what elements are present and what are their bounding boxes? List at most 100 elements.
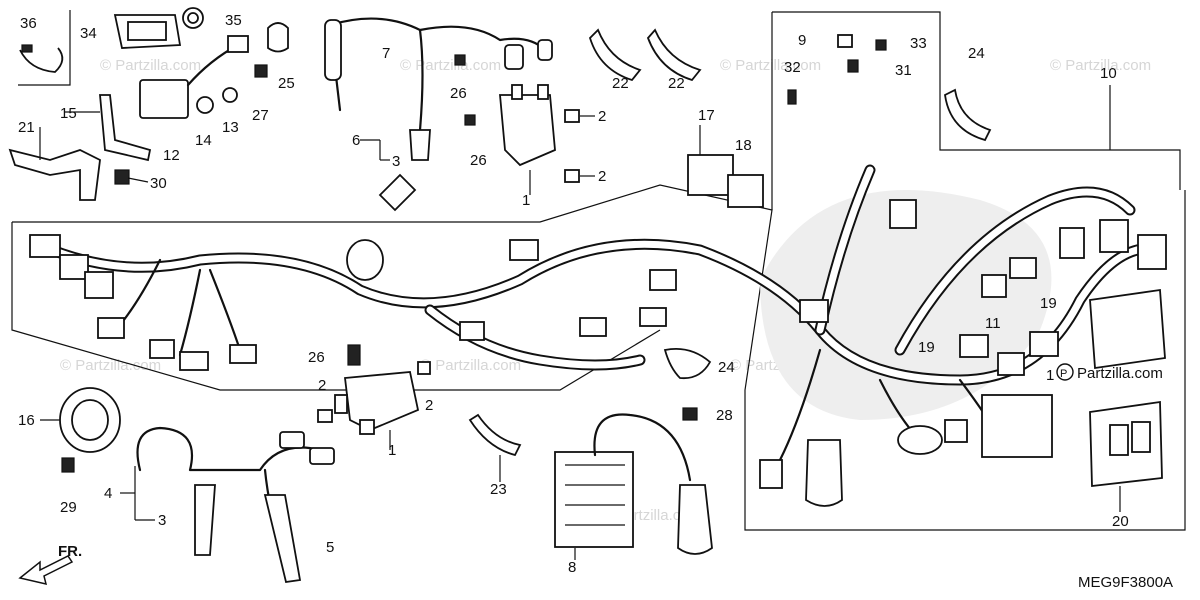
callout-number: 6 [352,132,360,149]
callout-number: 26 [450,85,467,102]
part-29-bolt [61,457,75,473]
capacitor-icon [805,439,843,507]
part-2-nut [317,409,333,423]
frame-top-left [18,10,71,86]
logo-text: Partzilla.com [1077,365,1163,382]
watermark: © Partzilla.com [1050,57,1151,74]
callout-number: 1 [522,192,530,209]
part-27-bolt [254,64,268,78]
part-11-relay [981,274,1007,298]
part-1-ignition-coil-lower [334,371,420,435]
callout-number: 20 [1112,513,1129,530]
front-arrow-icon: FR. [18,543,82,586]
part-30-bolt [114,169,130,185]
part-24-band [944,88,992,142]
callout-number: 9 [798,32,806,49]
part-17-relay [687,154,734,196]
part-34-cover [113,14,182,49]
callout-number: 14 [195,132,212,149]
part-32-fuse [787,89,797,105]
callout-number: 1 [1046,367,1054,384]
part-26-bolt [347,344,361,366]
part-26-bolt [464,114,476,126]
part-2-nut [564,169,580,183]
part-21-bracket [8,148,101,201]
callout-number: 4 [104,485,112,502]
callout-number: 11 [985,315,1001,332]
callout-number: 2 [598,168,606,185]
callout-number: 31 [895,62,912,79]
front-label: FR. [58,543,82,560]
callout-number: 26 [308,349,325,366]
part-31-fuse [847,59,859,73]
callout-number: 17 [698,107,715,124]
connector-block [29,234,61,258]
part-22-band [646,28,702,82]
part-22-band [588,28,642,82]
watermark: © Partzilla.com [60,357,161,374]
main-wire-harness [29,164,1167,507]
callout-number: 1 [388,442,396,459]
part-ecu-box [1089,288,1166,370]
part-7-plug-lead [324,17,553,212]
watermark: © Partzilla.com [720,57,821,74]
part-15-bracket [99,94,152,162]
part-1-ignition-coil [499,84,556,167]
callout-number: 15 [60,105,77,122]
part-24-band [663,347,712,380]
callout-number: 19 [1040,295,1057,312]
part-25-clip [267,22,289,53]
callout-number: 22 [612,75,629,92]
callout-number: 33 [910,35,927,52]
callout-number: 2 [318,377,326,394]
callout-number: 24 [968,45,985,62]
callout-number: 28 [716,407,733,424]
callout-number: 2 [598,108,606,125]
watermark: © Partzilla.com [100,57,201,74]
watermark: © Partzilla.com [420,357,521,374]
part-9-fuse [837,34,853,48]
callout-number: 36 [20,15,37,32]
part-relay [997,352,1025,376]
grommet-icon [346,239,384,281]
frame-right-top [772,11,1181,190]
callout-number: 32 [784,59,801,76]
callout-number: 24 [718,359,735,376]
part-19-relay [959,334,989,358]
partzilla-logo: P Partzilla.com [1056,363,1163,382]
callout-number: 23 [490,481,507,498]
part-36-clamp [19,44,64,73]
callout-number: 2 [425,397,433,414]
part-18-relay [727,174,764,208]
callout-number: 29 [60,499,77,516]
watermark: © Partzilla.com [400,57,501,74]
part-fuse-box [981,394,1053,458]
callout-number: 13 [222,119,239,136]
part-8-regulator [554,413,713,555]
callout-number: 35 [225,12,242,29]
callout-number: 26 [470,152,487,169]
leader-lines [39,85,1121,560]
callout-labels: 36 34 35 25 7 26 22 22 9 33 32 31 24 10 … [18,12,1129,576]
callout-number: 30 [150,175,167,192]
part-23-band [468,413,522,457]
part-2-nut [564,109,580,123]
callout-number: 3 [392,153,400,170]
callout-number: 21 [18,119,35,136]
part-13-nut [222,87,238,103]
part-20-ecu [1089,400,1163,488]
callout-number: 3 [158,512,166,529]
part-28-bolt [682,407,698,421]
callout-number: 19 [918,339,935,356]
part-26-bolt [454,54,466,66]
callout-number: 5 [326,539,334,556]
callout-number: 18 [735,137,752,154]
callout-number: 8 [568,559,576,576]
frame-main-harness [12,184,1186,531]
callout-number: 34 [80,25,97,42]
callout-number: 16 [18,412,35,429]
callout-number: 22 [668,75,685,92]
part-4-plug-lead [136,426,335,556]
callout-number: 7 [382,45,390,62]
